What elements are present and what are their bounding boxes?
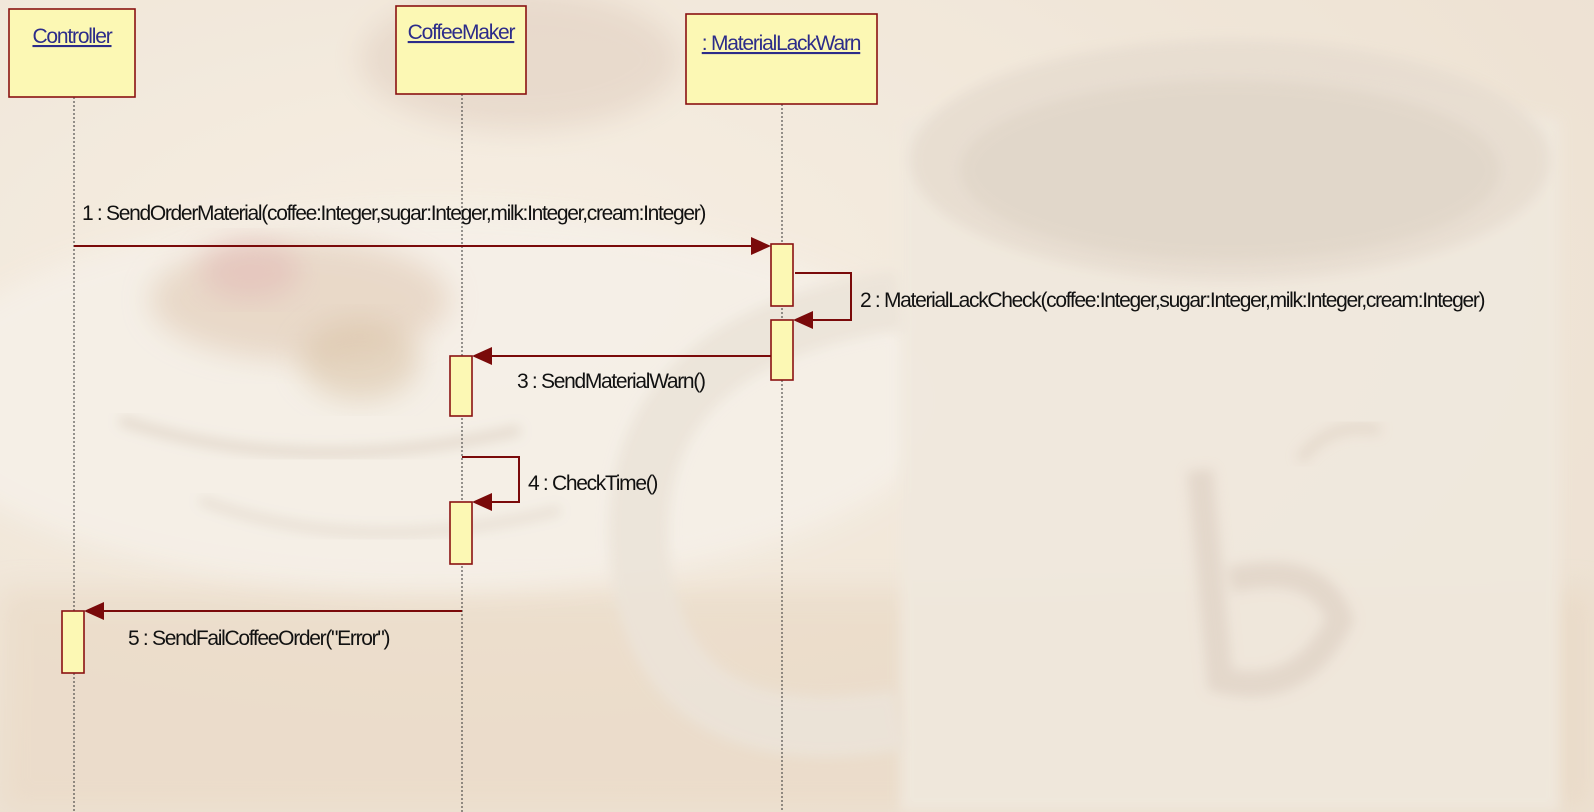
message-4-label: 4 : CheckTime() bbox=[528, 472, 657, 495]
message-2-label: 2 : MaterialLackCheck(coffee:Integer,sug… bbox=[860, 289, 1485, 312]
message-3[interactable]: 3 : SendMaterialWarn() bbox=[472, 347, 771, 393]
activation-coffeemaker-1 bbox=[449, 355, 473, 417]
message-4-arrowhead bbox=[472, 493, 492, 511]
lifeline-controller-label: Controller bbox=[32, 25, 112, 48]
message-5[interactable]: 5 : SendFailCoffeeOrder("Error") bbox=[84, 602, 462, 650]
lifeline-materiallackwarn-label: : MaterialLackWarn bbox=[702, 32, 861, 55]
message-2-arrowhead bbox=[793, 311, 813, 329]
lifeline-coffeemaker[interactable]: CoffeeMaker bbox=[395, 5, 527, 95]
message-3-arrowhead bbox=[472, 347, 492, 365]
message-4[interactable]: 4 : CheckTime() bbox=[462, 456, 659, 511]
lifeline-materiallackwarn[interactable]: : MaterialLackWarn bbox=[685, 13, 878, 105]
activation-materiallackwarn-2 bbox=[770, 319, 794, 381]
message-1-label: 1 : SendOrderMaterial(coffee:Integer,sug… bbox=[82, 202, 705, 225]
message-1-arrowhead bbox=[751, 237, 771, 255]
lifeline-controller[interactable]: Controller bbox=[8, 8, 136, 98]
message-2[interactable]: 2 : MaterialLackCheck(coffee:Integer,sug… bbox=[793, 272, 1486, 329]
message-5-arrowhead bbox=[84, 602, 104, 620]
activation-materiallackwarn-1 bbox=[770, 243, 794, 307]
message-5-label: 5 : SendFailCoffeeOrder("Error") bbox=[128, 627, 390, 650]
message-3-label: 3 : SendMaterialWarn() bbox=[517, 370, 705, 393]
activation-controller-1 bbox=[61, 610, 85, 674]
activation-coffeemaker-2 bbox=[449, 501, 473, 565]
lifeline-coffeemaker-label: CoffeeMaker bbox=[408, 21, 516, 44]
message-1[interactable]: 1 : SendOrderMaterial(coffee:Integer,sug… bbox=[74, 202, 771, 255]
